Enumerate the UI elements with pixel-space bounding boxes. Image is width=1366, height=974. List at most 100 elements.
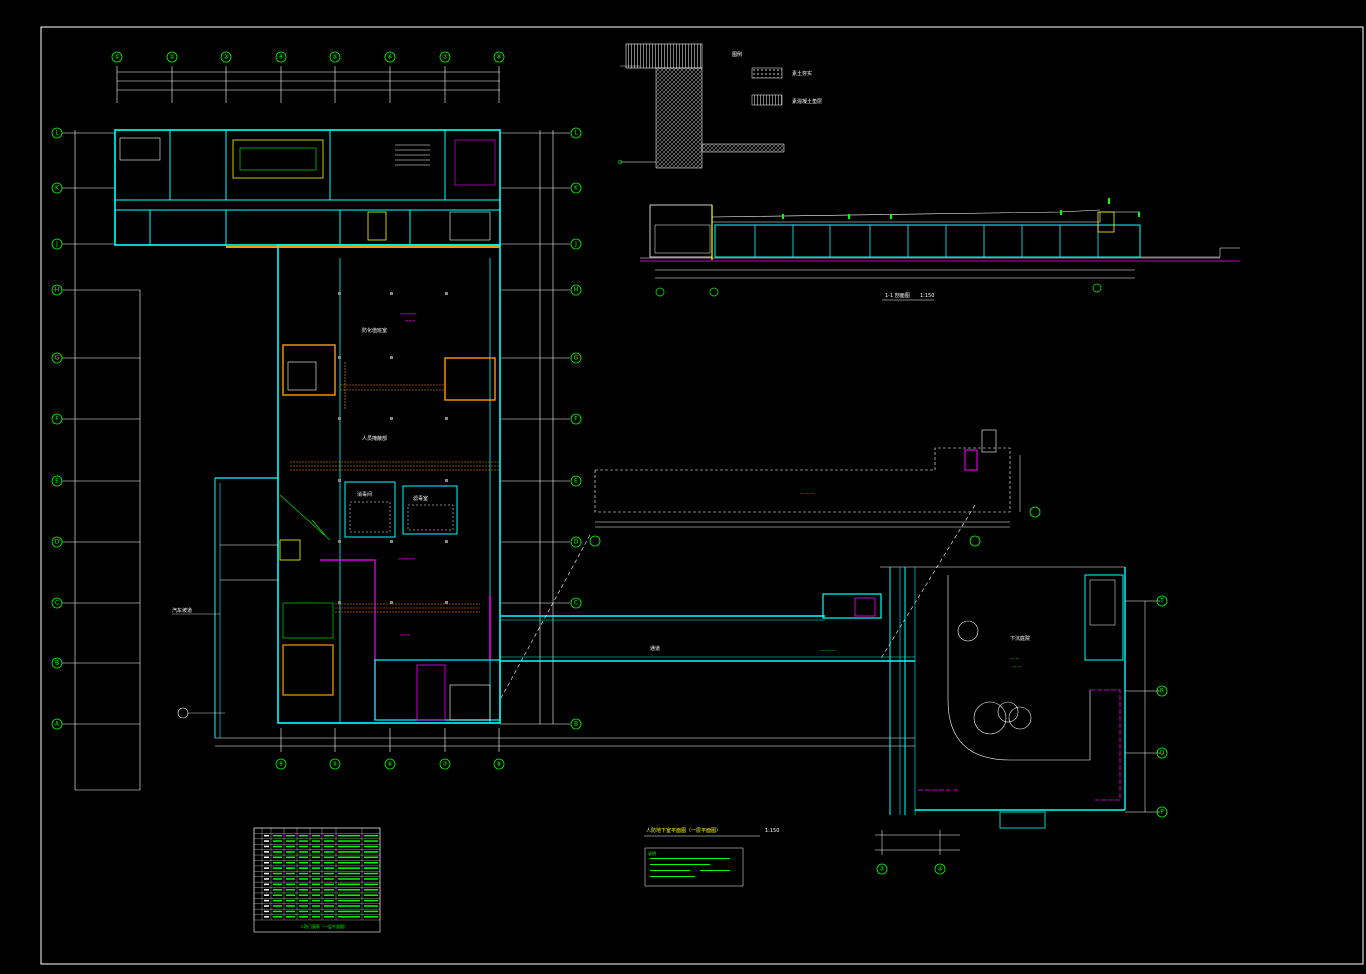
schedule-cell-mark (338, 851, 360, 853)
section-scale: 1:150 (920, 293, 934, 299)
schedule-cell-mark (273, 861, 282, 864)
schedule-cell-mark (299, 834, 308, 837)
schedule-cell-mark (286, 910, 295, 913)
schedule-cell-mark (273, 910, 282, 913)
schedule-cell-mark (286, 834, 295, 837)
svg-text:J: J (574, 241, 577, 248)
schedule-cell-mark (324, 867, 334, 869)
svg-text:P: P (1160, 809, 1164, 816)
axis-bubble: C (51, 597, 63, 609)
schedule-cell-mark (324, 894, 334, 896)
schedule-cell-mark (312, 899, 320, 902)
svg-text:≡≡≡≡≡: ≡≡≡≡≡ (398, 556, 415, 561)
svg-text:————: ———— (820, 648, 836, 653)
schedule-cell-mark (364, 856, 378, 859)
schedule-cell-mark (273, 916, 282, 918)
svg-text:≡≡≡: ≡≡≡ (400, 632, 410, 637)
schedule-cell-mark (338, 916, 360, 918)
schedule-cell-mark (338, 834, 360, 837)
schedule-cell-mark (273, 840, 282, 842)
schedule-cell-mark (299, 840, 308, 842)
plan-title: 人防地下室平面图（一层平面图） (646, 827, 721, 834)
axis-bubble: ⑦ (439, 51, 451, 63)
bottom-axis-labels: ④ ⑤ ⑥ ⑦ ⑧ (275, 758, 505, 770)
plan-scale: 1:150 (765, 828, 779, 834)
schedule-cell-mark (364, 834, 378, 837)
svg-text:⑧: ⑧ (496, 54, 501, 61)
schedule-cell-mark (264, 840, 269, 842)
schedule-cell-mark (312, 905, 320, 907)
axis-bubble: H (570, 284, 582, 296)
schedule-cell-mark (273, 856, 282, 859)
svg-text:L: L (55, 130, 59, 137)
schedule-cell-mark (338, 905, 360, 907)
axis-bubble: E (51, 475, 63, 487)
garden-label: 下沉庭院 (1010, 635, 1030, 642)
schedule-cell-mark (264, 889, 269, 891)
svg-text:≡≡≡: ≡≡≡ (405, 318, 415, 323)
schedule-cell-mark (264, 883, 269, 886)
schedule-cell-mark (324, 878, 334, 880)
schedule-cell-mark (338, 840, 360, 842)
axis-bubble: A (51, 718, 63, 730)
schedule-cell-mark (286, 872, 295, 875)
schedule-cell-mark (364, 845, 378, 848)
door-schedule-table: 人防门窗表（一层平面图） (253, 827, 381, 933)
svg-text:④: ④ (278, 761, 283, 768)
schedule-cell-mark (264, 905, 269, 907)
schedule-cell-mark (324, 861, 334, 864)
schedule-cell-mark (364, 851, 378, 853)
svg-text:⑦: ⑦ (442, 761, 448, 768)
schedule-cell-mark (299, 889, 308, 891)
svg-text:≡≡≡≡≡: ≡≡≡≡≡ (400, 311, 417, 316)
axis-bubble: D (51, 536, 63, 548)
svg-text:C: C (55, 600, 59, 607)
schedule-cell-mark (286, 894, 295, 896)
axis-bubble: ⑧ (493, 758, 505, 770)
svg-text:F: F (55, 416, 59, 423)
axis-bubble: K (51, 182, 63, 194)
axis-bubble: L (570, 127, 582, 139)
schedule-cell-mark (299, 910, 308, 913)
axis-bubble: P (1156, 806, 1168, 818)
svg-text:K: K (574, 185, 579, 192)
svg-text:③: ③ (937, 866, 942, 873)
schedule-cell-mark (364, 840, 378, 842)
svg-text:— — —: — — — (800, 491, 815, 496)
schedule-cell-mark (286, 840, 295, 842)
axis-bubble: ⑤ (329, 51, 341, 63)
axis-bubble (589, 535, 601, 547)
axis-bubble: L (51, 127, 63, 139)
svg-text:A: A (55, 721, 60, 728)
axis-bubble: F (51, 413, 63, 425)
axis-bubble (969, 535, 981, 547)
schedule-cell-mark (364, 861, 378, 864)
axis-bubble: G (570, 352, 582, 364)
axis-bubble: ① (111, 51, 123, 63)
svg-text:— —: — — (1012, 664, 1021, 669)
schedule-cell-mark (264, 872, 269, 875)
axis-bubble (1029, 506, 1041, 518)
schedule-cell-mark (264, 845, 269, 848)
building-lower-left-wing: 汽车坡道 (172, 477, 334, 738)
axis-bubble: ④ (275, 758, 287, 770)
schedule-cell-mark (264, 916, 269, 918)
axis-bubble: C (570, 597, 582, 609)
schedule-cell-mark (324, 899, 334, 902)
room-label-center-1: 消毒间 (357, 491, 372, 498)
schedule-cell-mark (338, 883, 360, 886)
schedule-cell-mark (264, 878, 269, 880)
schedule-cell-mark (273, 894, 282, 896)
schedule-cell-mark (299, 861, 308, 864)
schedule-cell-mark (273, 867, 282, 869)
schedule-cell-mark (312, 910, 320, 913)
east-open-area: — — — (589, 429, 1041, 547)
right-axis-lines (500, 130, 570, 725)
schedule-cell-mark (324, 889, 334, 891)
schedule-cell-mark (264, 856, 269, 859)
schedule-cell-mark (338, 861, 360, 864)
svg-text:②: ② (169, 54, 175, 61)
svg-text:R: R (1160, 688, 1164, 695)
leader-dashes (499, 504, 976, 701)
schedule-cell-mark (312, 851, 320, 853)
